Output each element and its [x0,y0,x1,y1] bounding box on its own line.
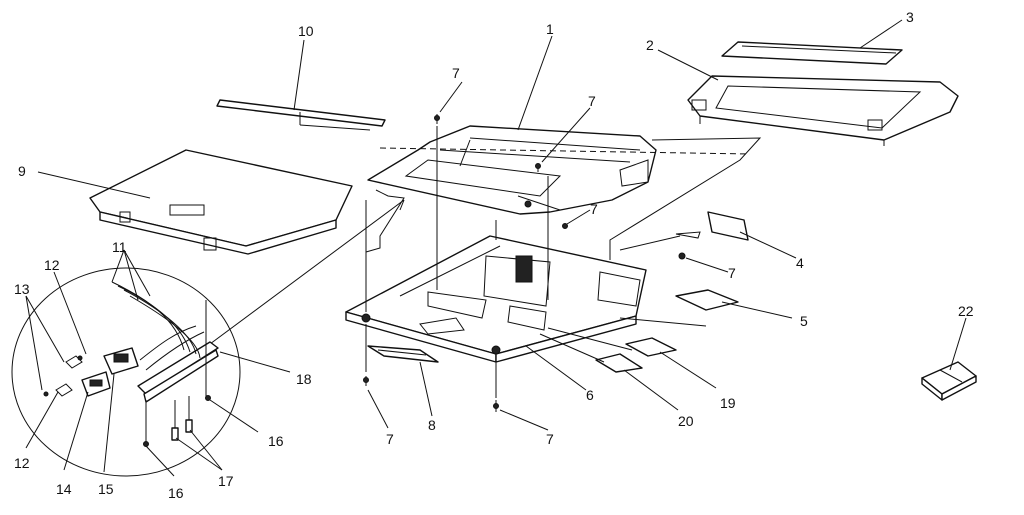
callout-16: 16 [268,433,284,449]
part-10-strip [216,99,386,131]
callout-2: 2 [646,37,654,53]
screws-7 [363,114,686,412]
part-4-bracket [675,211,749,241]
callout-12: 12 [14,455,30,471]
part-9-lid [89,149,353,255]
callout-7: 7 [386,431,394,447]
part-5-plate [675,289,739,311]
detail-view [11,267,241,477]
callout-22: 22 [958,303,974,319]
callout-10: 10 [298,23,314,39]
callout-5: 5 [800,313,808,329]
part-8-plate [367,345,439,363]
callout-3: 3 [906,9,914,25]
callout-12: 12 [44,257,60,273]
callout-6: 6 [586,387,594,403]
callout-16: 16 [168,485,184,501]
callout-9: 9 [18,163,26,179]
callout-11: 11 [112,239,127,255]
callout-7: 7 [728,265,736,281]
callout-8: 8 [428,417,436,433]
callout-20: 20 [678,413,694,429]
callout-labels: 1 2 3 4 5 6 7 7 7 7 7 7 8 9 10 11 12 12 … [14,9,974,501]
callout-15: 15 [98,481,114,497]
part-22-card [921,361,977,401]
callout-7: 7 [452,65,460,81]
part-3-cover-plate [721,41,903,65]
callout-7: 7 [546,431,554,447]
callout-1: 1 [546,21,554,37]
part-6-base-tray [345,235,647,363]
callout-7: 7 [588,93,596,109]
callout-4: 4 [796,255,804,271]
callout-18: 18 [296,371,312,387]
callout-13: 13 [14,281,30,297]
callout-14: 14 [56,481,72,497]
part-20-sheet [595,353,643,373]
assembly-lines [209,126,762,398]
part-1-upper-housing [367,125,657,215]
callout-7: 7 [590,201,598,217]
callout-19: 19 [720,395,736,411]
part-19-sheet [625,337,677,357]
leader-lines [25,19,967,477]
callout-17: 17 [218,473,234,489]
part-2-top-cover [687,75,959,146]
